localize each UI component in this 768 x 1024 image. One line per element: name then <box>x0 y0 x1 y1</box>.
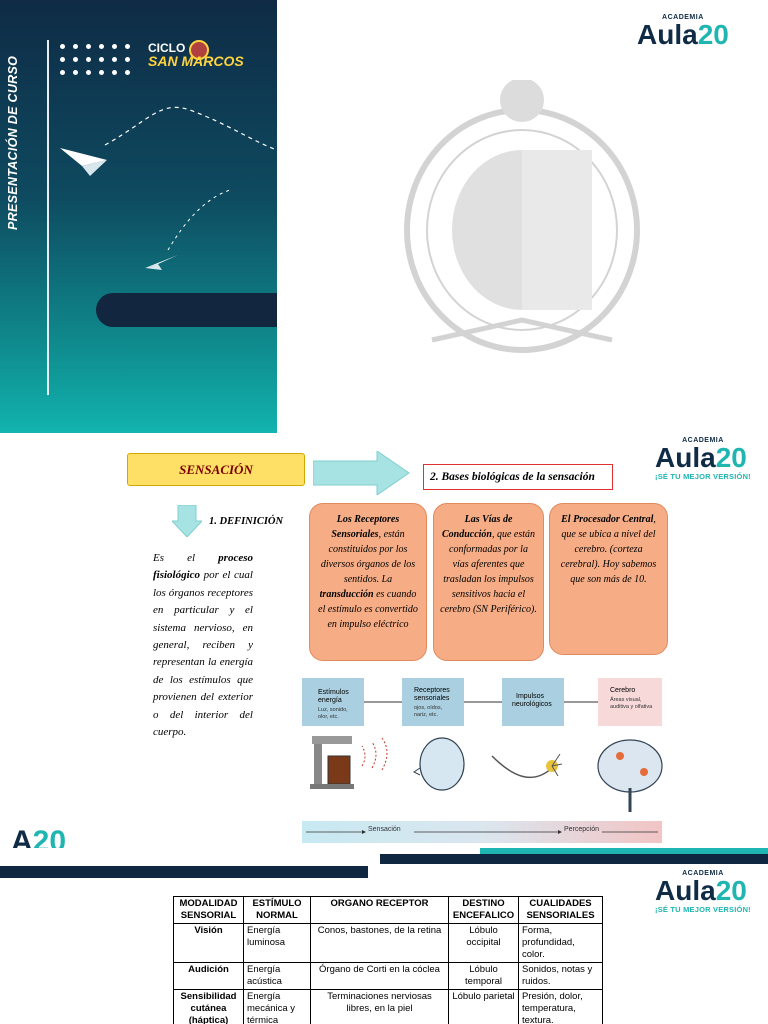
brain-icon <box>597 739 663 812</box>
table-row: Visión Energía luminosa Conos, bastones,… <box>173 923 603 963</box>
procesador-box: El Procesador Central, que se ubica a ni… <box>549 503 668 655</box>
svg-text:ojos, oídos,: ojos, oídos, <box>414 705 443 711</box>
table-header: ORGANO RECEPTOR <box>310 896 449 924</box>
diagram-step-estimulos: Estímulos energía Luz, sonido, olor, etc… <box>302 678 364 726</box>
sensation-perception-bar: Sensación Percepción <box>302 821 662 843</box>
svg-text:Receptores: Receptores <box>414 687 450 694</box>
table-cell: Energía mecánica y térmica <box>243 989 311 1024</box>
slide-sensacion: ACADEMIA Aula20 ¡SÉ TU MEJOR VERSIÓN! SE… <box>0 433 768 863</box>
receptores-box: Los Receptores Sensoriales, están consti… <box>309 503 427 661</box>
table-cell: Lóbulo temporal <box>448 962 519 990</box>
slide-sensory-table: ACADEMIA Aula20 ¡SÉ TU MEJOR VERSIÓN! MO… <box>0 848 768 1024</box>
table-row: Audición Energía acústica Órgano de Cort… <box>173 962 603 990</box>
slide-course-presentation: PRESENTACIÓN DE CURSO CICLO SAN MARCOS <box>0 0 768 450</box>
svg-text:auditiva y olfativa: auditiva y olfativa <box>610 704 653 710</box>
table-cell: Lóbulo occipital <box>448 923 519 963</box>
head-profile-icon <box>413 737 465 791</box>
table-header: MODALIDAD SENSORIAL <box>173 896 244 924</box>
dot <box>73 57 78 62</box>
dot <box>73 70 78 75</box>
svg-text:Impulsos: Impulsos <box>516 693 545 700</box>
svg-text:Cerebro: Cerebro <box>610 687 635 694</box>
vias-box: Las Vías de Conducción, que están confor… <box>433 503 544 661</box>
dot <box>73 44 78 49</box>
svg-text:neurológicos: neurológicos <box>512 701 552 708</box>
definicion-title: 1. DEFINICIÓN <box>209 516 284 527</box>
table-header-row: MODALIDAD SENSORIAL ESTÍMULO NORMAL ORGA… <box>173 896 603 924</box>
university-seal-watermark <box>404 80 640 353</box>
title-bar <box>96 293 277 327</box>
table-header: ESTÍMULO NORMAL <box>243 896 311 924</box>
sensacion-label: Sensación <box>368 826 401 833</box>
bases-biologicas-title: 2. Bases biológicas de la sensación <box>423 464 613 490</box>
svg-text:energía: energía <box>318 697 342 704</box>
svg-text:Áreas visual,: Áreas visual, <box>610 696 642 703</box>
dot <box>112 70 117 75</box>
paper-plane-decoration <box>60 106 277 270</box>
down-arrow-icon <box>172 505 202 537</box>
diagram-step-receptores: Receptores sensoriales ojos, oídos, nari… <box>402 678 464 726</box>
table-cell: Visión <box>173 923 244 963</box>
table-cell: Presión, dolor, temperatura, textura. <box>518 989 603 1024</box>
dot <box>125 44 130 49</box>
dot <box>60 44 65 49</box>
aula20-logo: ACADEMIA Aula20 ¡SÉ TU MEJOR VERSIÓN! <box>655 870 751 914</box>
dot <box>86 70 91 75</box>
table-cell: Forma, profundidad, color. <box>518 923 603 963</box>
dot <box>99 57 104 62</box>
dot <box>112 44 117 49</box>
dot-grid-decoration <box>60 44 140 80</box>
table-row: Sensibilidad cutánea (háptica) Energía m… <box>173 989 603 1024</box>
table-cell: Órgano de Corti en la cóclea <box>310 962 449 990</box>
dot <box>60 57 65 62</box>
dot <box>125 57 130 62</box>
table-cell: Sensibilidad cutánea (háptica) <box>173 989 244 1024</box>
diagram-step-cerebro: Cerebro Áreas visual, auditiva y olfativ… <box>598 678 662 726</box>
svg-text:sensoriales: sensoriales <box>414 695 450 702</box>
cover-panel: PRESENTACIÓN DE CURSO CICLO SAN MARCOS <box>0 0 277 437</box>
dot <box>112 57 117 62</box>
dot <box>86 57 91 62</box>
aula20-logo: ACADEMIA Aula20 ¡SÉ TU MEJOR VERSIÓN! <box>655 437 751 481</box>
top-bar-left <box>0 866 368 878</box>
right-arrow-icon <box>313 451 410 495</box>
table-cell: Terminaciones nerviosas libres, en la pi… <box>310 989 449 1024</box>
svg-text:olor, etc.: olor, etc. <box>318 714 339 720</box>
definition-paragraph: Es el proceso fisiológico por el cual lo… <box>153 552 253 739</box>
step1-title: Estímulos <box>318 689 349 696</box>
flow-arrow-line <box>306 830 658 834</box>
table-header: CUALIDADES SENSORIALES <box>518 896 603 924</box>
dot <box>125 70 130 75</box>
table-header: DESTINO ENCEFALICO <box>448 896 519 924</box>
coffee-machine-icon <box>310 736 354 789</box>
table-cell: Lóbulo parietal <box>448 989 519 1024</box>
ciclo-label: CICLO <box>148 41 186 55</box>
sensation-process-diagram: Estímulos energía Luz, sonido, olor, etc… <box>302 678 663 812</box>
vertical-divider <box>47 40 49 395</box>
dot <box>60 70 65 75</box>
sensacion-title: SENSACIÓN <box>127 453 305 486</box>
sensory-modalities-table: MODALIDAD SENSORIAL ESTÍMULO NORMAL ORGA… <box>173 896 603 1024</box>
top-bar-dark <box>380 854 768 864</box>
table-cell: Energía luminosa <box>243 923 311 963</box>
paper-plane-small-icon <box>145 255 178 270</box>
paper-plane-icon <box>60 148 107 176</box>
table-cell: Energía acústica <box>243 962 311 990</box>
aula20-logo: ACADEMIA Aula20 <box>637 14 729 50</box>
top-bar-teal <box>480 848 768 854</box>
svg-text:nariz, etc.: nariz, etc. <box>414 712 438 718</box>
diagram-step-impulsos: Impulsos neurológicos <box>502 678 564 726</box>
svg-text:Luz, sonido,: Luz, sonido, <box>318 707 348 713</box>
percepcion-label: Percepción <box>564 826 600 833</box>
table-cell: Audición <box>173 962 244 990</box>
dot <box>86 44 91 49</box>
table-cell: Sonidos, notas y ruidos. <box>518 962 603 990</box>
university-seal-icon <box>189 40 209 60</box>
san-marcos-label: SAN MARCOS <box>148 53 244 69</box>
table-cell: Conos, bastones, de la retina <box>310 923 449 963</box>
dot <box>99 44 104 49</box>
dot <box>99 70 104 75</box>
neuron-icon <box>491 753 563 779</box>
